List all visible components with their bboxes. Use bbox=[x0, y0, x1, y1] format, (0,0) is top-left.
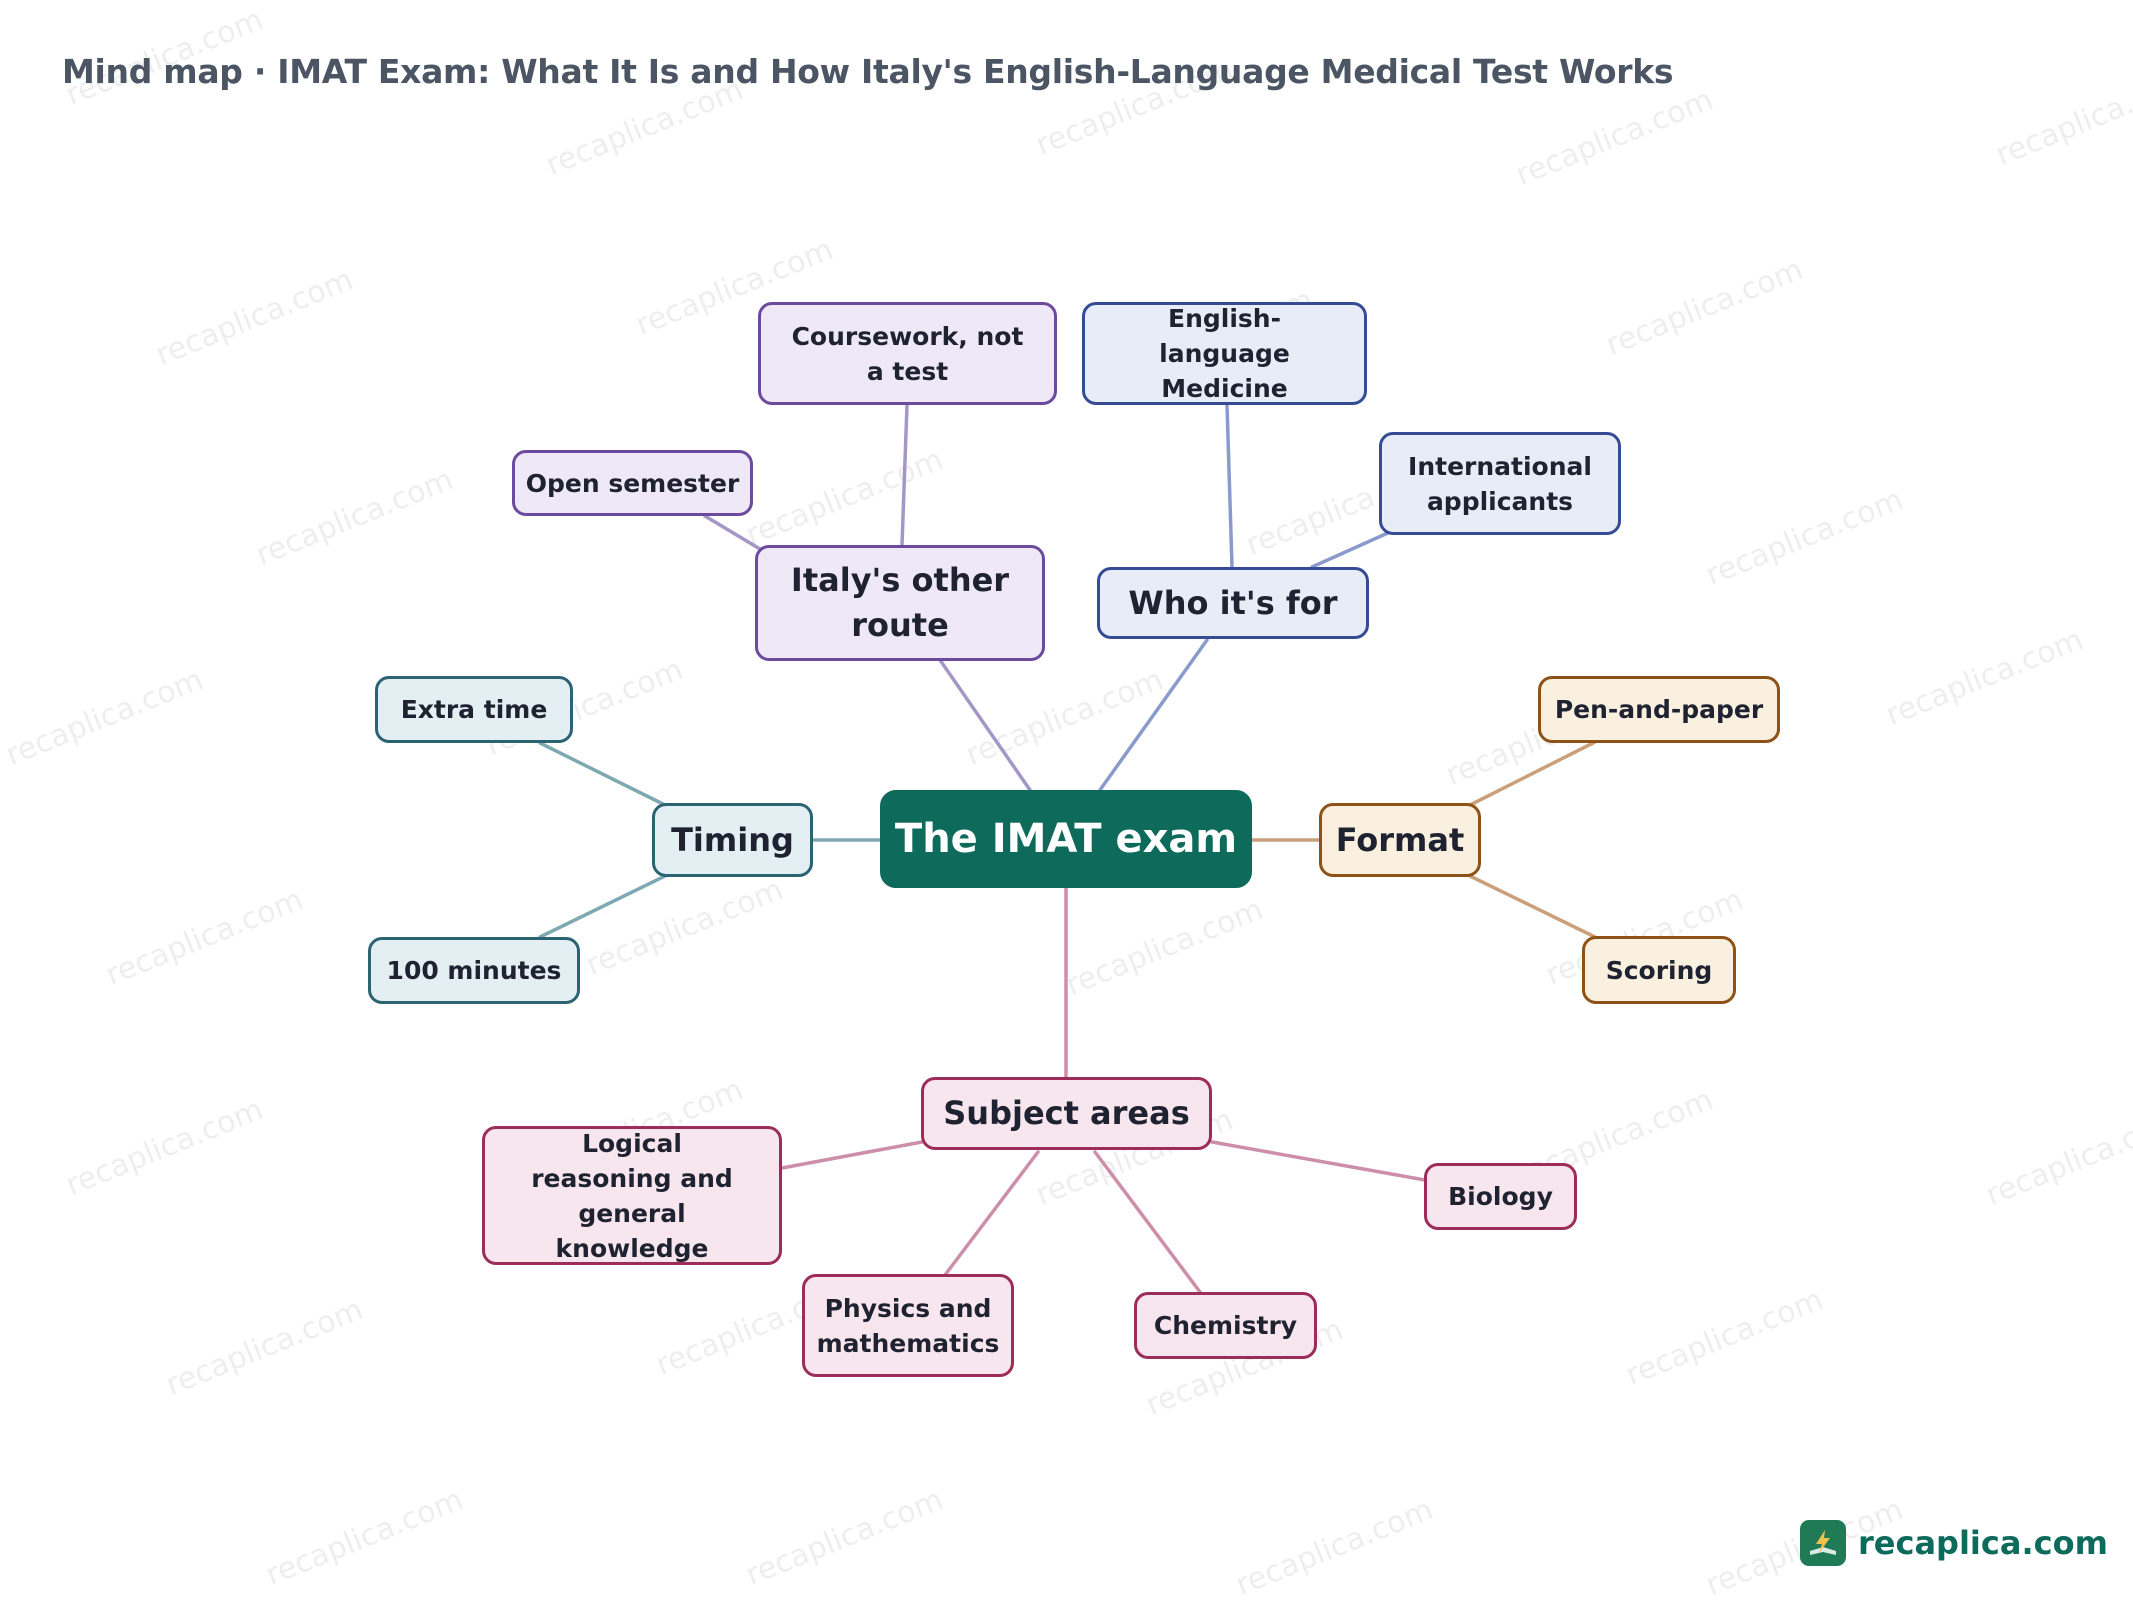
lightning-book-icon bbox=[1800, 1520, 1846, 1566]
link-subjects-physics bbox=[943, 1150, 1040, 1277]
brand-name: recaplica.com bbox=[1858, 1524, 2108, 1562]
leaf-scoring: Scoring bbox=[1582, 936, 1736, 1004]
branch-who-its-for: Who it's for bbox=[1097, 567, 1369, 639]
leaf-100-minutes: 100 minutes bbox=[368, 937, 580, 1004]
link-subjects-chemistry bbox=[1093, 1150, 1202, 1294]
link-route-coursework bbox=[900, 403, 909, 547]
leaf-pen-and-paper: Pen-and-paper bbox=[1538, 676, 1780, 743]
leaf-chemistry: Chemistry bbox=[1134, 1292, 1317, 1359]
branch-timing: Timing bbox=[652, 803, 813, 877]
link-format-scoring bbox=[1468, 874, 1597, 939]
page-title: Mind map · IMAT Exam: What It Is and How… bbox=[62, 52, 1674, 91]
link-who-english-medicine bbox=[1225, 403, 1234, 569]
leaf-physics-and-mathematics: Physics and mathematics bbox=[802, 1274, 1014, 1377]
link-who-international bbox=[1310, 530, 1392, 569]
leaf-open-semester: Open semester bbox=[512, 450, 753, 516]
leaf-extra-time: Extra time bbox=[375, 676, 573, 743]
link-root-route bbox=[938, 658, 1032, 792]
leaf-biology: Biology bbox=[1424, 1163, 1577, 1230]
leaf-coursework-not-a-test: Coursework, not a test bbox=[758, 302, 1057, 405]
link-subjects-biology bbox=[1210, 1140, 1427, 1182]
root-node: The IMAT exam bbox=[880, 790, 1252, 888]
leaf-international-applicants: International applicants bbox=[1379, 432, 1621, 535]
link-timing-extra-time bbox=[538, 741, 667, 807]
link-format-pen-paper bbox=[1468, 740, 1597, 807]
link-timing-100-minutes bbox=[538, 874, 667, 939]
branch-italys-other-route: Italy's other route bbox=[755, 545, 1045, 661]
leaf-english-language-medicine: English-language Medicine bbox=[1082, 302, 1367, 405]
link-subjects-logical bbox=[780, 1140, 924, 1170]
branch-format: Format bbox=[1319, 803, 1481, 877]
link-root-who bbox=[1098, 638, 1209, 792]
brand-logo[interactable]: recaplica.com bbox=[1800, 1520, 2108, 1566]
leaf-logical-reasoning: Logical reasoning and general knowledge bbox=[482, 1126, 782, 1265]
branch-subject-areas: Subject areas bbox=[921, 1077, 1212, 1150]
